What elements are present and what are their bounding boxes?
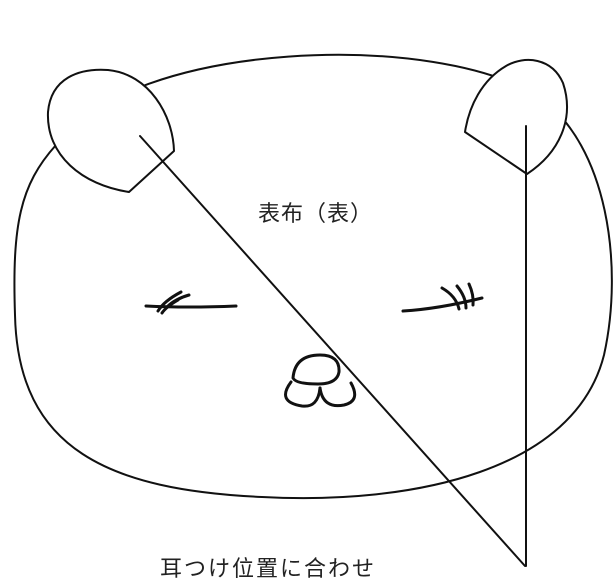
left-closed-eye xyxy=(144,290,238,315)
left-ear xyxy=(46,68,175,193)
nose-and-mouth xyxy=(284,353,357,408)
right-closed-eye xyxy=(401,282,484,313)
guide-line-left-ear xyxy=(139,135,526,567)
face-outline xyxy=(13,53,613,500)
ear-position-note: 耳つけ位置に合わせ xyxy=(160,557,377,582)
right-ear xyxy=(464,58,568,175)
fabric-label: 表布（表） xyxy=(258,202,374,227)
